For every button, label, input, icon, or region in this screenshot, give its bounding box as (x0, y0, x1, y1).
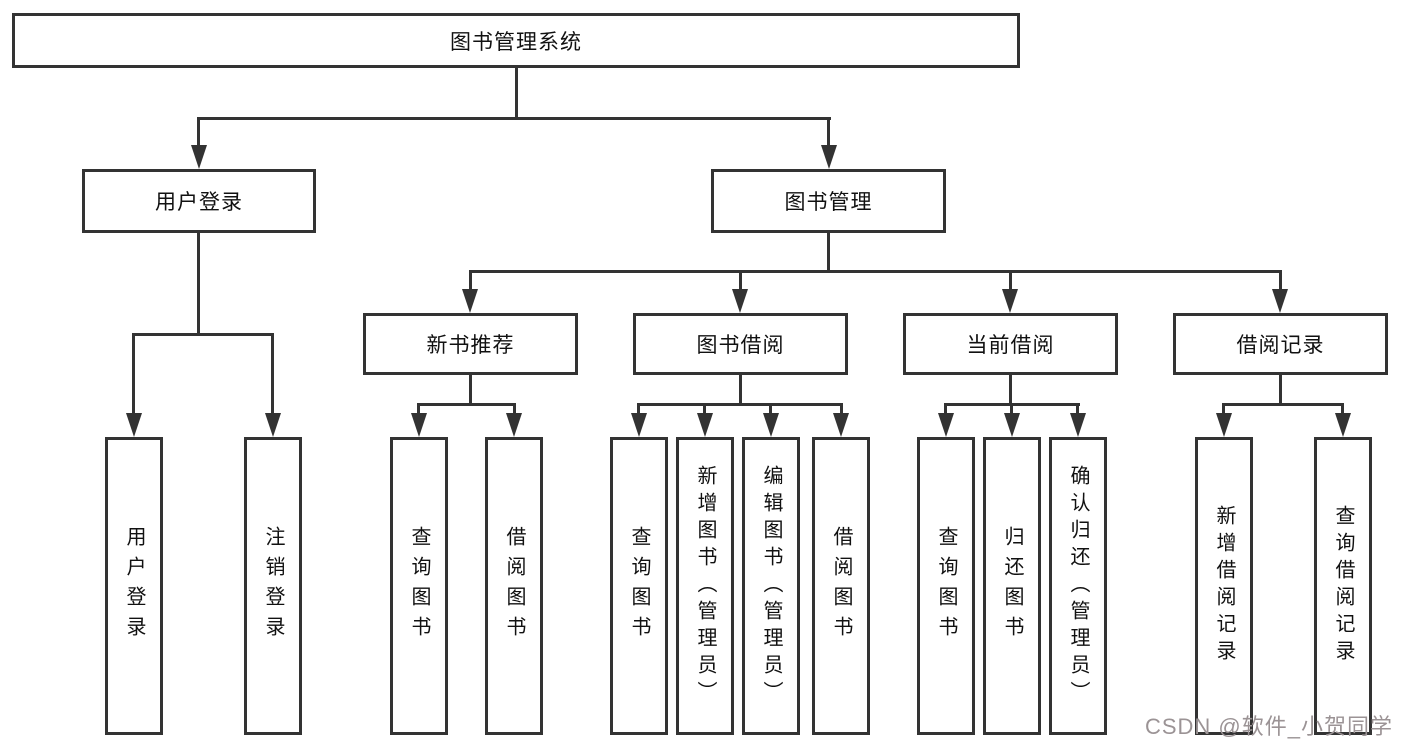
connector-borrowrecord-stem (1279, 375, 1282, 406)
leaf-add-borrow-record-label: 新增借阅记录 (1213, 505, 1235, 667)
node-book-borrow: 图书借阅 (633, 313, 848, 375)
arrowhead-leaf-user-login (126, 413, 142, 437)
connector-drop-g2-l1 (637, 403, 640, 415)
connector-drop-g4-l2 (1341, 403, 1344, 415)
connector-drop-g2-l3 (769, 403, 772, 415)
arrowhead-book-borrow (732, 289, 748, 313)
connector-drop-leaf-logout (271, 333, 274, 415)
arrowhead-user-login (191, 145, 207, 169)
arrowhead-new-book (462, 289, 478, 313)
node-current-borrow-label: 当前借阅 (966, 334, 1055, 357)
leaf-add-borrow-record: 新增借阅记录 (1195, 437, 1253, 735)
connector-drop-current-borrow (1009, 270, 1012, 291)
arrowhead-g3-l1 (938, 413, 954, 437)
node-new-book-recommend: 新书推荐 (363, 313, 578, 375)
arrowhead-g3-l3 (1070, 413, 1086, 437)
leaf-edit-book-admin-label: 编辑图书（管理员） (760, 464, 782, 708)
arrowhead-g2-l2 (697, 413, 713, 437)
arrowhead-g3-l2 (1004, 413, 1020, 437)
connector-userlogin-stem (197, 231, 200, 336)
leaf-add-book-admin-label: 新增图书（管理员） (694, 464, 716, 708)
connector-drop-book-management (827, 117, 830, 147)
connector-root-stem (515, 66, 518, 119)
leaf-user-login: 用户登录 (105, 437, 163, 735)
connector-drop-g2-l2 (703, 403, 706, 415)
node-new-book-recommend-label: 新书推荐 (426, 334, 515, 357)
connector-newbook-rail (417, 403, 516, 406)
leaf-edit-book-admin: 编辑图书（管理员） (742, 437, 800, 735)
connector-bookborrow-stem (739, 375, 742, 406)
connector-newbook-stem (469, 375, 472, 406)
connector-drop-user-login (197, 117, 200, 147)
arrowhead-current-borrow (1002, 289, 1018, 313)
connector-drop-g3-l1 (944, 403, 947, 415)
arrowhead-leaf-logout (265, 413, 281, 437)
leaf-confirm-return-admin-label: 确认归还（管理员） (1067, 464, 1089, 708)
connector-drop-g1-l1 (417, 403, 420, 415)
arrowhead-g2-l4 (833, 413, 849, 437)
leaf-add-book-admin: 新增图书（管理员） (676, 437, 734, 735)
arrowhead-book-management (821, 145, 837, 169)
node-root-label: 图书管理系统 (450, 30, 582, 54)
leaf-return-book-label: 归还图书 (1001, 526, 1023, 646)
leaf-query-book-1-label: 查询图书 (408, 526, 430, 646)
leaf-user-login-label: 用户登录 (123, 526, 145, 646)
connector-userlogin-rail (132, 333, 274, 336)
node-book-management: 图书管理 (711, 169, 946, 233)
connector-bookmgmt-stem (827, 231, 830, 273)
connector-drop-leaf-user-login (132, 333, 135, 415)
arrowhead-borrow-record (1272, 289, 1288, 313)
arrowhead-g2-l3 (763, 413, 779, 437)
leaf-logout-label: 注销登录 (262, 526, 284, 646)
leaf-query-book-1: 查询图书 (390, 437, 448, 735)
arrowhead-g1-l2 (506, 413, 522, 437)
node-user-login: 用户登录 (82, 169, 316, 233)
leaf-borrow-book-1: 借阅图书 (485, 437, 543, 735)
connector-drop-new-book (469, 270, 472, 291)
connector-drop-g1-l2 (513, 403, 516, 415)
leaf-return-book: 归还图书 (983, 437, 1041, 735)
connector-drop-g2-l4 (840, 403, 843, 415)
arrowhead-g1-l1 (411, 413, 427, 437)
arrowhead-g4-l2 (1335, 413, 1351, 437)
connector-drop-g4-l1 (1222, 403, 1225, 415)
connector-borrowrecord-rail (1222, 403, 1343, 406)
node-borrow-record-label: 借阅记录 (1236, 334, 1325, 357)
connector-bookborrow-rail (637, 403, 843, 406)
leaf-confirm-return-admin: 确认归还（管理员） (1049, 437, 1107, 735)
connector-drop-g3-l2 (1010, 403, 1013, 415)
node-root: 图书管理系统 (12, 13, 1020, 68)
leaf-query-borrow-record: 查询借阅记录 (1314, 437, 1372, 735)
node-book-management-label: 图书管理 (784, 191, 873, 214)
arrowhead-g2-l1 (631, 413, 647, 437)
csdn-watermark: CSDN @软件_小贺同学 (1144, 714, 1393, 739)
arrowhead-g4-l1 (1216, 413, 1232, 437)
leaf-query-borrow-record-label: 查询借阅记录 (1332, 505, 1354, 667)
connector-currentborrow-stem (1009, 375, 1012, 406)
node-user-login-label: 用户登录 (155, 191, 243, 214)
leaf-logout: 注销登录 (244, 437, 302, 735)
node-current-borrow: 当前借阅 (903, 313, 1118, 375)
leaf-query-book-2: 查询图书 (610, 437, 668, 735)
leaf-query-book-3-label: 查询图书 (935, 526, 957, 646)
node-borrow-record: 借阅记录 (1173, 313, 1388, 375)
connector-bookmgmt-rail (469, 270, 1282, 273)
leaf-query-book-2-label: 查询图书 (628, 526, 650, 646)
node-book-borrow-label: 图书借阅 (696, 334, 785, 357)
leaf-borrow-book-1-label: 借阅图书 (503, 526, 525, 646)
connector-root-rail (197, 117, 831, 120)
connector-drop-book-borrow (739, 270, 742, 291)
connector-drop-g3-l3 (1076, 403, 1079, 415)
leaf-borrow-book-2: 借阅图书 (812, 437, 870, 735)
connector-drop-borrow-record (1279, 270, 1282, 291)
leaf-borrow-book-2-label: 借阅图书 (830, 526, 852, 646)
leaf-query-book-3: 查询图书 (917, 437, 975, 735)
